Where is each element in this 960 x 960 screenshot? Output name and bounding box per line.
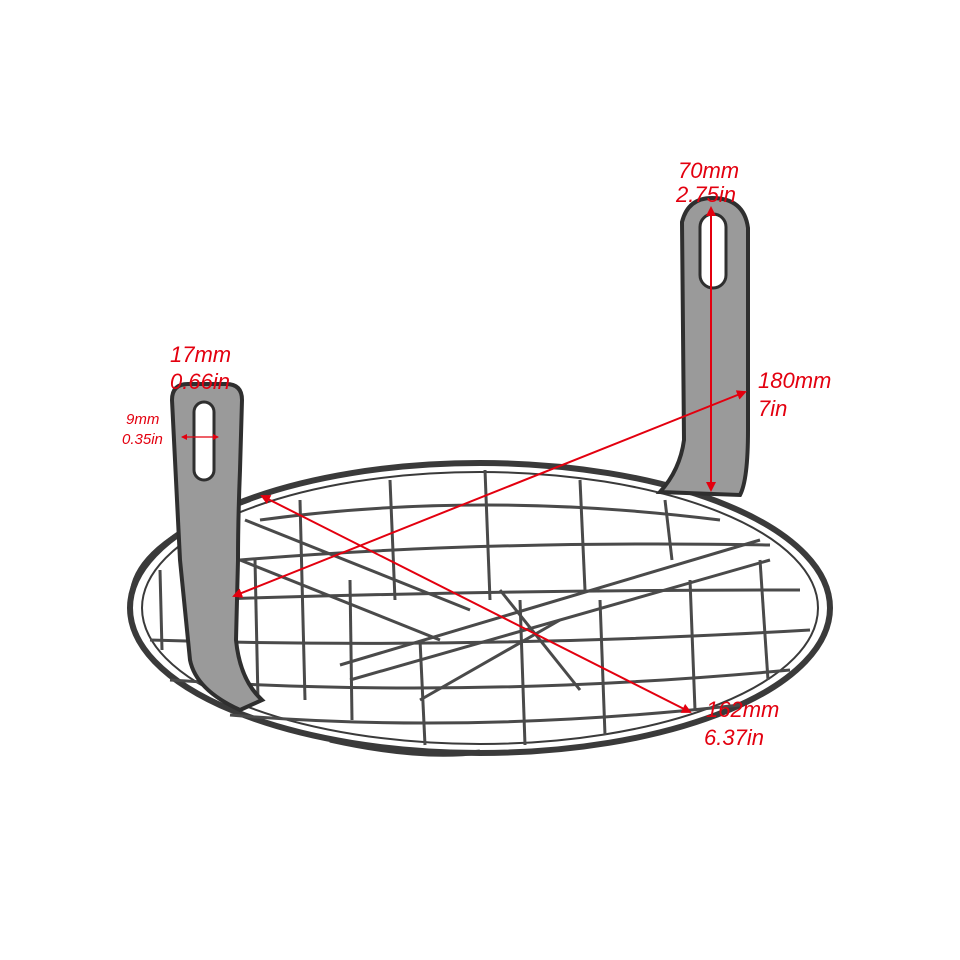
grille-diameter-mm-label: 162mm bbox=[706, 697, 780, 722]
grille-diameter-in-label: 6.37in bbox=[704, 725, 764, 750]
dimension-arrows bbox=[181, 206, 747, 713]
dim-arrow-grille-diameter bbox=[260, 495, 692, 713]
slot-height-in-label: 2.75in bbox=[676, 182, 736, 207]
slot-height-mm-label: 70mm bbox=[678, 158, 740, 183]
bracket-width-in-label: 0.66in bbox=[170, 369, 230, 394]
slot-width-mm-label: 9mm bbox=[126, 411, 160, 428]
right-mounting-bracket bbox=[655, 195, 750, 498]
overall-span-in-label: 7in bbox=[758, 396, 788, 421]
overall-span-mm-label: 180mm bbox=[758, 368, 832, 393]
bracket-width-mm-label: 17mm bbox=[170, 342, 232, 367]
slot-width-in-label: 0.35in bbox=[122, 431, 163, 448]
left-mounting-bracket bbox=[169, 382, 266, 713]
